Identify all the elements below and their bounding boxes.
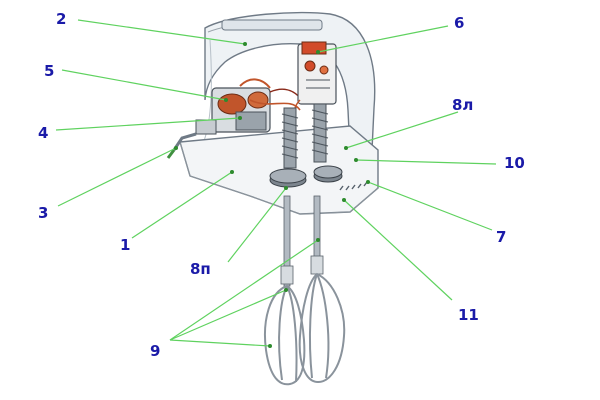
leader-lines <box>55 19 497 348</box>
callout-8l: 8л <box>452 96 473 114</box>
leader-8p <box>227 187 287 263</box>
leader-9c <box>169 339 271 347</box>
leader-11 <box>343 199 453 301</box>
leader-10 <box>355 159 497 165</box>
power-cord <box>166 132 197 159</box>
callout-labels: 1 2 3 4 5 6 7 8л 8п 9 10 11 <box>38 10 525 360</box>
beaters <box>264 195 346 386</box>
leader-6 <box>317 25 449 53</box>
callout-10: 10 <box>504 154 525 172</box>
leader-3 <box>57 147 177 207</box>
switch-assembly <box>287 41 337 131</box>
leader-2 <box>77 19 246 45</box>
leader-4 <box>55 117 241 131</box>
callout-9: 9 <box>150 342 160 360</box>
leader-9b <box>169 239 319 341</box>
callout-4: 4 <box>38 124 48 142</box>
callout-5: 5 <box>44 62 54 80</box>
mixer-illustration <box>166 11 379 386</box>
callout-7: 7 <box>496 228 506 246</box>
gears <box>195 119 343 188</box>
callout-11: 11 <box>458 306 479 324</box>
callout-6: 6 <box>454 14 464 32</box>
worm-shafts <box>281 103 329 169</box>
leader-1 <box>131 171 233 239</box>
leader-8l <box>345 111 459 149</box>
callout-3: 3 <box>38 204 48 222</box>
leader-7 <box>367 181 493 231</box>
callout-2: 2 <box>56 10 66 28</box>
callout-1: 1 <box>120 236 130 254</box>
callout-8p: 8п <box>190 260 211 278</box>
leader-9a <box>169 289 287 341</box>
leader-5 <box>61 69 227 101</box>
